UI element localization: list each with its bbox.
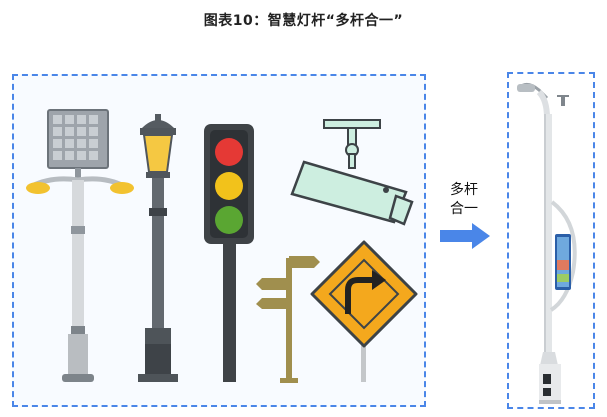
merge-label-line-2: 合一 xyxy=(450,201,478,217)
figure-title: 图表10：智慧灯杆“多杆合一” xyxy=(203,13,404,29)
solar-street-lamp-icon xyxy=(26,109,134,382)
separate-poles-panel xyxy=(12,74,426,407)
merge-label-line-1: 多杆 xyxy=(450,182,478,198)
separate-poles-illustration xyxy=(26,109,418,383)
right-arrow-icon xyxy=(440,223,490,249)
traffic-light-icon xyxy=(204,124,254,382)
surveillance-camera-icon xyxy=(290,119,414,226)
turn-right-road-sign-icon xyxy=(310,240,418,382)
direction-signpost-icon xyxy=(256,256,320,383)
smart-pole-panel xyxy=(507,72,595,409)
smart-light-pole-icon xyxy=(517,83,577,404)
classic-street-lamp-icon xyxy=(138,114,178,382)
merge-label: 多杆 合一 xyxy=(436,181,492,219)
